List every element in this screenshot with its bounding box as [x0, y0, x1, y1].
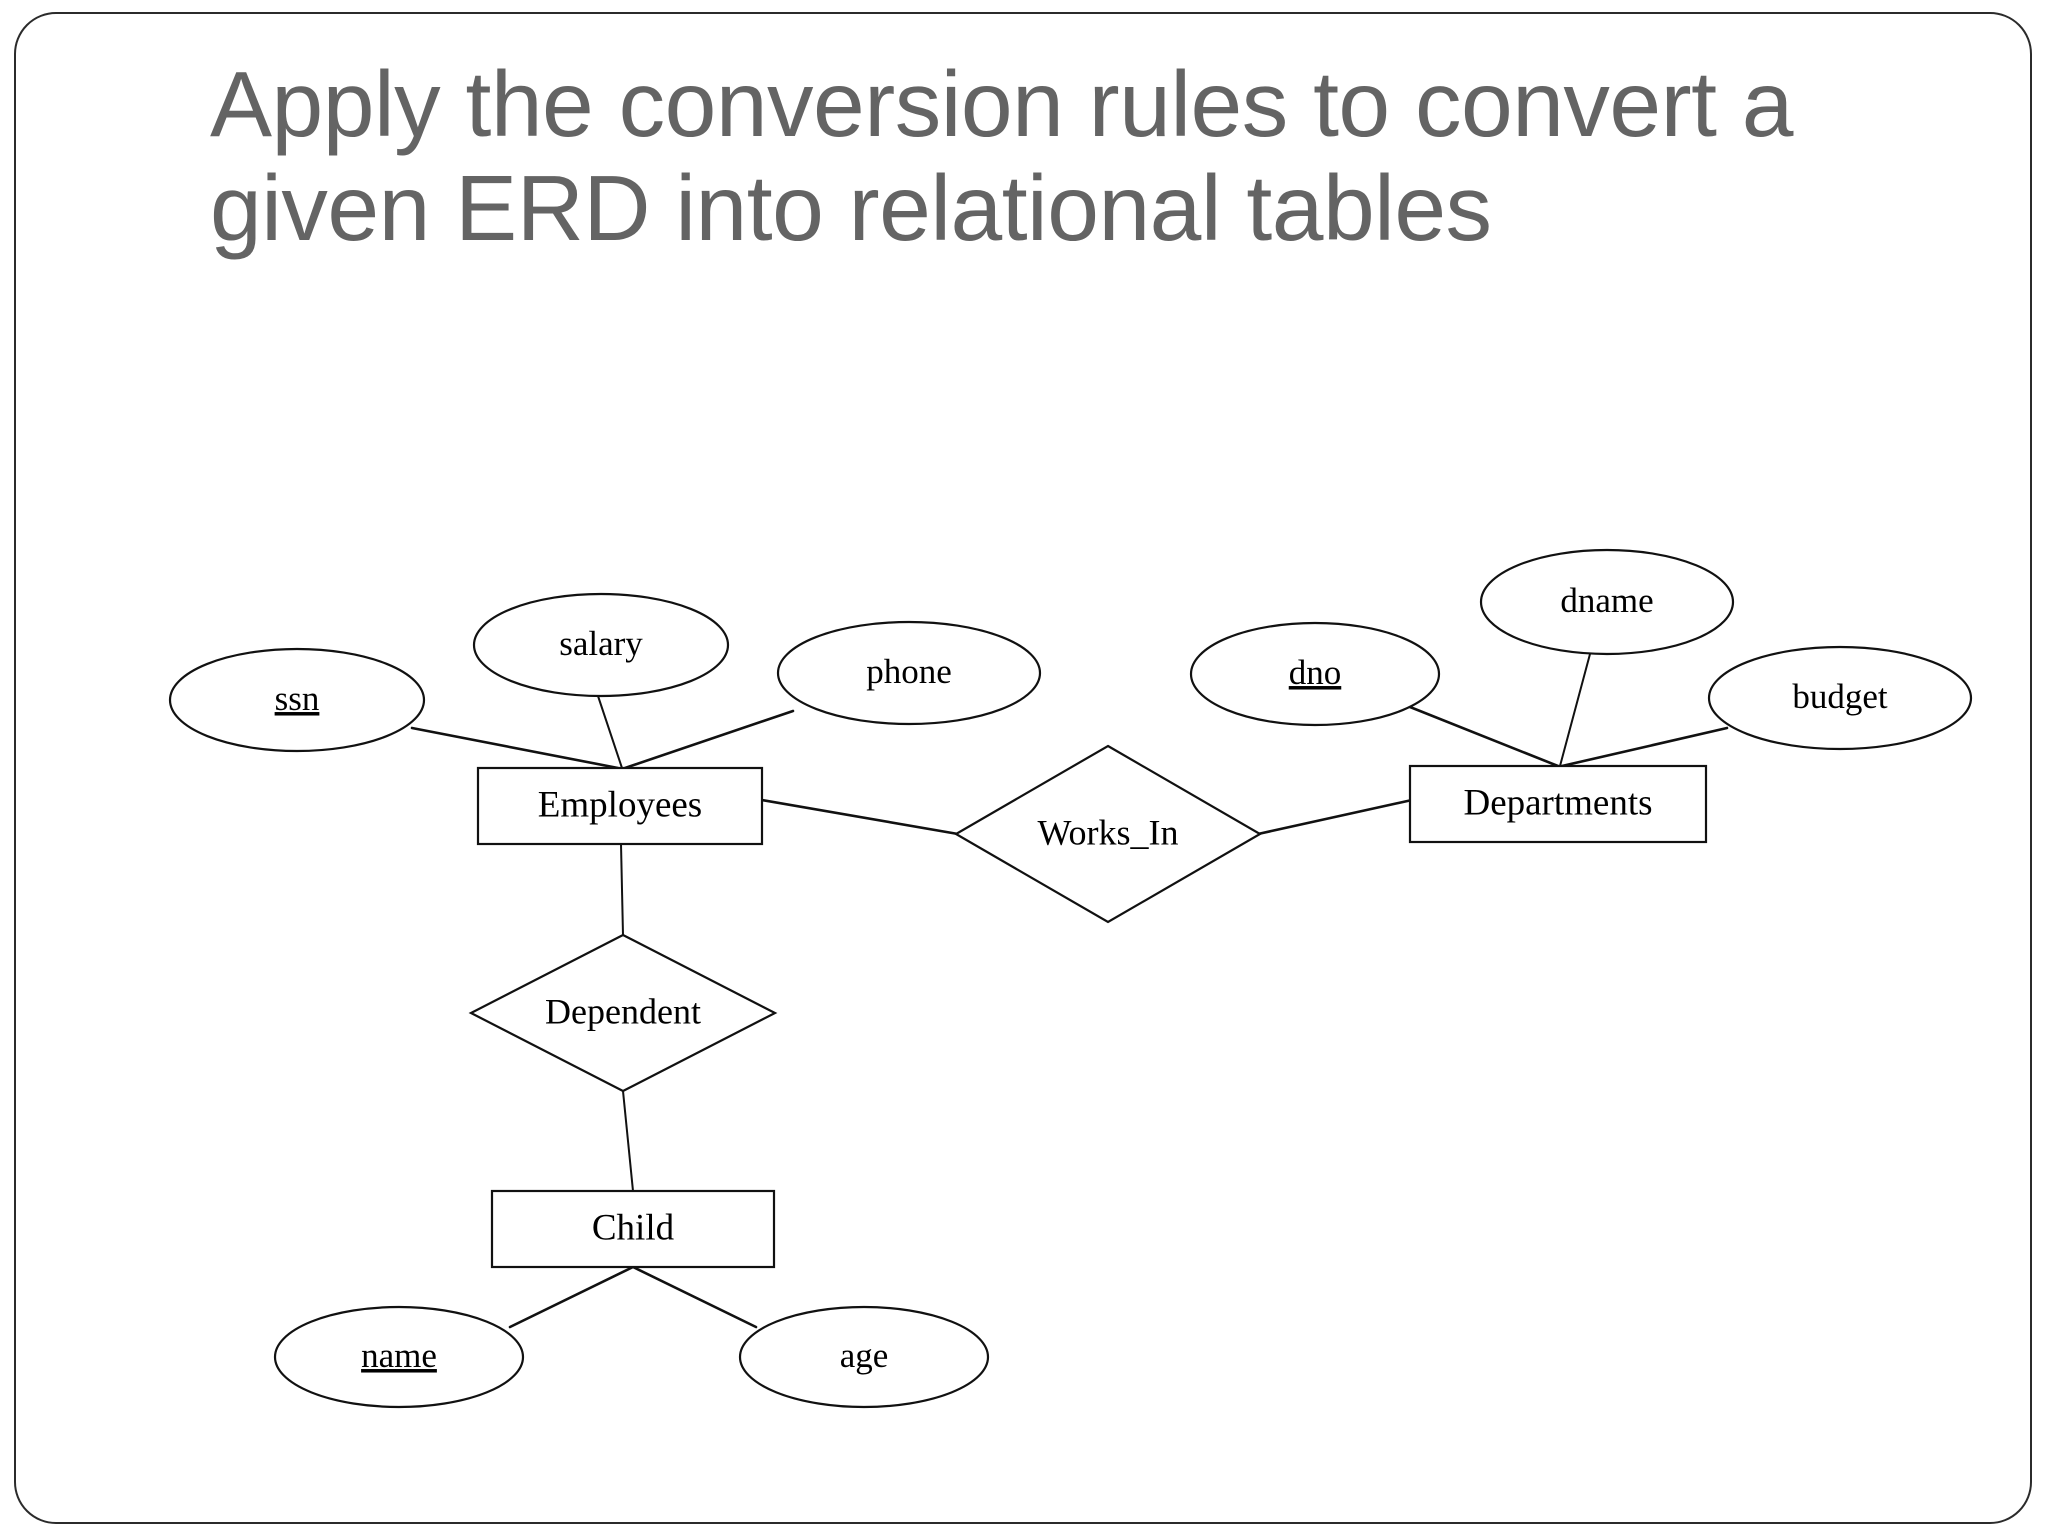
attribute-ssn-ellipse[interactable] — [168, 647, 426, 753]
edge-child-name — [508, 1265, 635, 1329]
entity-child-label: Child — [592, 1207, 675, 1248]
entity-employees[interactable]: Employees — [476, 766, 764, 846]
attribute-name[interactable]: name — [273, 1305, 525, 1409]
edge-dependent-child — [622, 1090, 634, 1192]
erd-edge-group — [410, 653, 1729, 1329]
edge-ssn-employees — [410, 726, 620, 770]
edge-phone-employees — [623, 709, 795, 770]
entity-employees-rect[interactable] — [476, 766, 764, 846]
attribute-name-label: name — [361, 1336, 437, 1375]
attribute-dno-label: dno — [1289, 653, 1342, 692]
attribute-age-label: age — [840, 1336, 889, 1375]
edge-dno-departments — [1398, 701, 1560, 768]
attribute-dno[interactable]: dno — [1189, 621, 1441, 727]
attribute-budget[interactable]: budget — [1707, 645, 1973, 751]
edge-salary-employees — [597, 695, 623, 769]
attribute-phone-ellipse[interactable] — [776, 620, 1042, 726]
erd-relationship-group: Works_In Dependent — [468, 744, 1263, 1093]
attribute-age[interactable]: age — [738, 1305, 990, 1409]
attribute-salary-ellipse[interactable] — [472, 592, 730, 698]
attribute-phone[interactable]: phone — [776, 620, 1042, 726]
relationship-dependent-label: Dependent — [545, 991, 701, 1031]
attribute-age-ellipse[interactable] — [738, 1305, 990, 1409]
relationship-works-in[interactable]: Works_In — [953, 744, 1263, 924]
attribute-phone-label: phone — [866, 652, 952, 691]
attribute-dname-label: dname — [1560, 581, 1653, 620]
attribute-budget-ellipse[interactable] — [1707, 645, 1973, 751]
entity-employees-label: Employees — [538, 784, 702, 825]
edge-employees-dependent — [620, 843, 624, 936]
slide-title: Apply the conversion rules to convert a … — [210, 52, 1794, 261]
relationship-dependent-diamond[interactable] — [468, 933, 778, 1093]
attribute-salary-label: salary — [559, 624, 643, 663]
edge-employees-works-in — [760, 798, 960, 836]
attribute-ssn-label: ssn — [275, 679, 320, 718]
attribute-dno-ellipse[interactable] — [1189, 621, 1441, 727]
relationship-works-in-label: Works_In — [1037, 812, 1178, 852]
attribute-dname[interactable]: dname — [1479, 548, 1735, 656]
entity-departments-rect[interactable] — [1408, 764, 1708, 844]
relationship-dependent[interactable]: Dependent — [468, 933, 778, 1093]
edge-works-in-departments — [1256, 798, 1414, 836]
erd-entity-group: Employees Departments Child — [476, 764, 1708, 1269]
edge-budget-departments — [1560, 726, 1729, 768]
entity-departments[interactable]: Departments — [1408, 764, 1708, 844]
attribute-salary[interactable]: salary — [472, 592, 730, 698]
relationship-works-in-diamond[interactable] — [953, 744, 1263, 924]
erd-attribute-group: ssn salary phone dno dname — [168, 548, 1973, 1409]
entity-child[interactable]: Child — [490, 1189, 776, 1269]
attribute-dname-ellipse[interactable] — [1479, 548, 1735, 656]
edge-child-age — [631, 1265, 758, 1329]
attribute-name-ellipse[interactable] — [273, 1305, 525, 1409]
entity-departments-label: Departments — [1463, 782, 1652, 823]
edge-dname-departments — [1559, 653, 1591, 767]
attribute-ssn[interactable]: ssn — [168, 647, 426, 753]
entity-child-rect[interactable] — [490, 1189, 776, 1269]
attribute-budget-label: budget — [1792, 677, 1888, 716]
